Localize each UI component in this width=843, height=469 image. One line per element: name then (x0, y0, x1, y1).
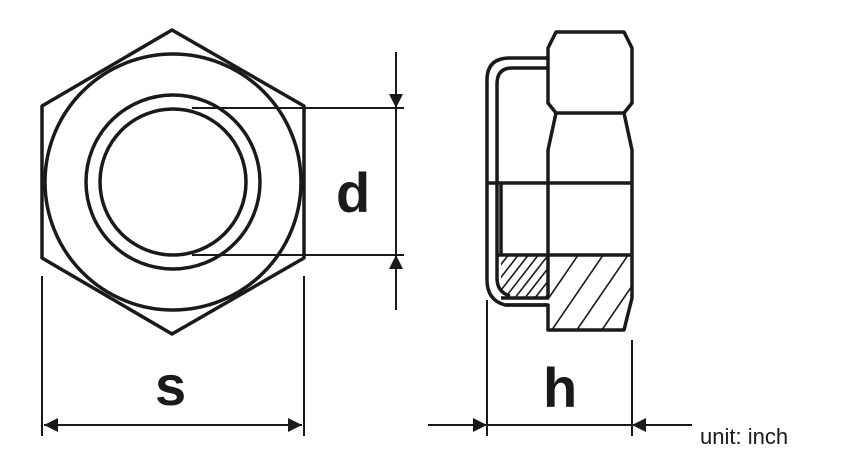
thread-outer-circle (84, 93, 262, 271)
hex-lower-body (546, 112, 634, 183)
s-dimension (41, 276, 305, 436)
d-label: d (336, 161, 370, 224)
h-label: h (543, 356, 577, 419)
bore-circle (98, 107, 248, 257)
hex-outline (40, 28, 306, 336)
nylon-cap-inner (495, 66, 548, 298)
nylon-insert-hatching (501, 255, 548, 297)
h-dimension (428, 300, 692, 436)
hex-chamfer-circle (43, 52, 303, 312)
front-view (40, 28, 404, 336)
nylon-cap-outline (485, 56, 548, 307)
side-view (485, 30, 634, 332)
hex-top-chamfer (546, 30, 634, 115)
bottom-collar (505, 183, 634, 332)
s-label: s (155, 354, 186, 417)
unit-label: unit: inch (700, 424, 788, 449)
